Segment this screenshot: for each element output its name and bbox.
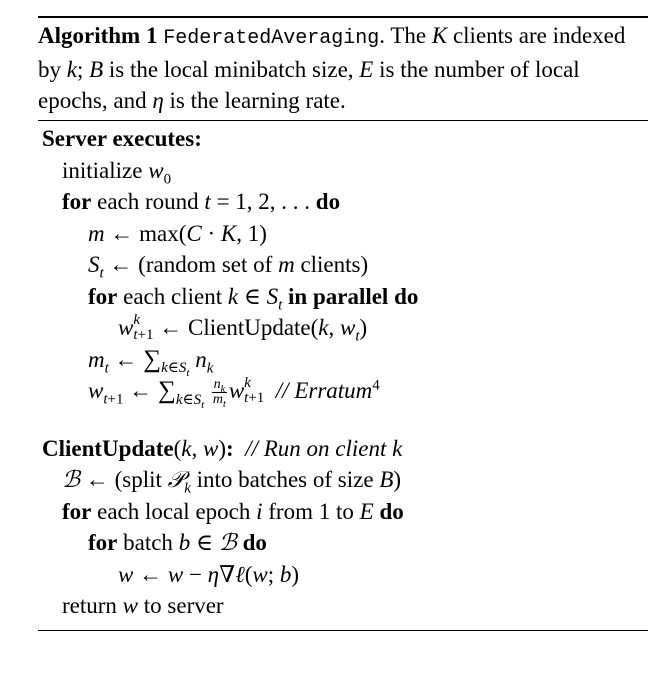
blank-gap [38, 407, 648, 433]
algorithm-caption: Algorithm 1 FederatedAveraging. The K cl… [38, 18, 648, 116]
initialize-line: initialize w0 [62, 157, 172, 188]
for-each-round-line: for each round t = 1, 2, . . . do [62, 189, 341, 214]
gradient-step-line: w ← w − η∇ℓ(w; b) [118, 561, 300, 587]
caption-rule [38, 120, 648, 121]
algorithm-box: Algorithm 1 FederatedAveraging. The K cl… [38, 16, 648, 631]
algorithm-label: Algorithm 1 [38, 23, 158, 48]
return-line: return w to server [62, 593, 224, 618]
st-assign-line: St ← (random set of m clients) [88, 252, 369, 282]
caption-text: . The K clients are indexed by k; B is t… [38, 23, 626, 113]
for-batch-line: for batch b ∈ ℬ do [88, 530, 267, 555]
server-executes-line: Server executes: [42, 126, 202, 151]
algorithm-name: FederatedAveraging [163, 27, 380, 50]
for-each-epoch-line: for each local epoch i from 1 to E do [62, 498, 404, 524]
client-update-def-line: ClientUpdate(k, w): // Run on client k [42, 435, 403, 461]
algorithm-body: Server executes: initialize w0 for each … [38, 121, 648, 622]
m-assign-line: m ← max(C · K, 1) [88, 220, 267, 246]
for-each-client-line: for each client k ∈ St in parallel do [88, 283, 419, 314]
mt-sum-line: mt ← ∑k∈St nk [88, 345, 214, 380]
split-batches-line: ℬ ← (split 𝒫k into batches of size B) [62, 467, 402, 497]
top-rule [38, 16, 648, 18]
bottom-rule [38, 629, 648, 631]
